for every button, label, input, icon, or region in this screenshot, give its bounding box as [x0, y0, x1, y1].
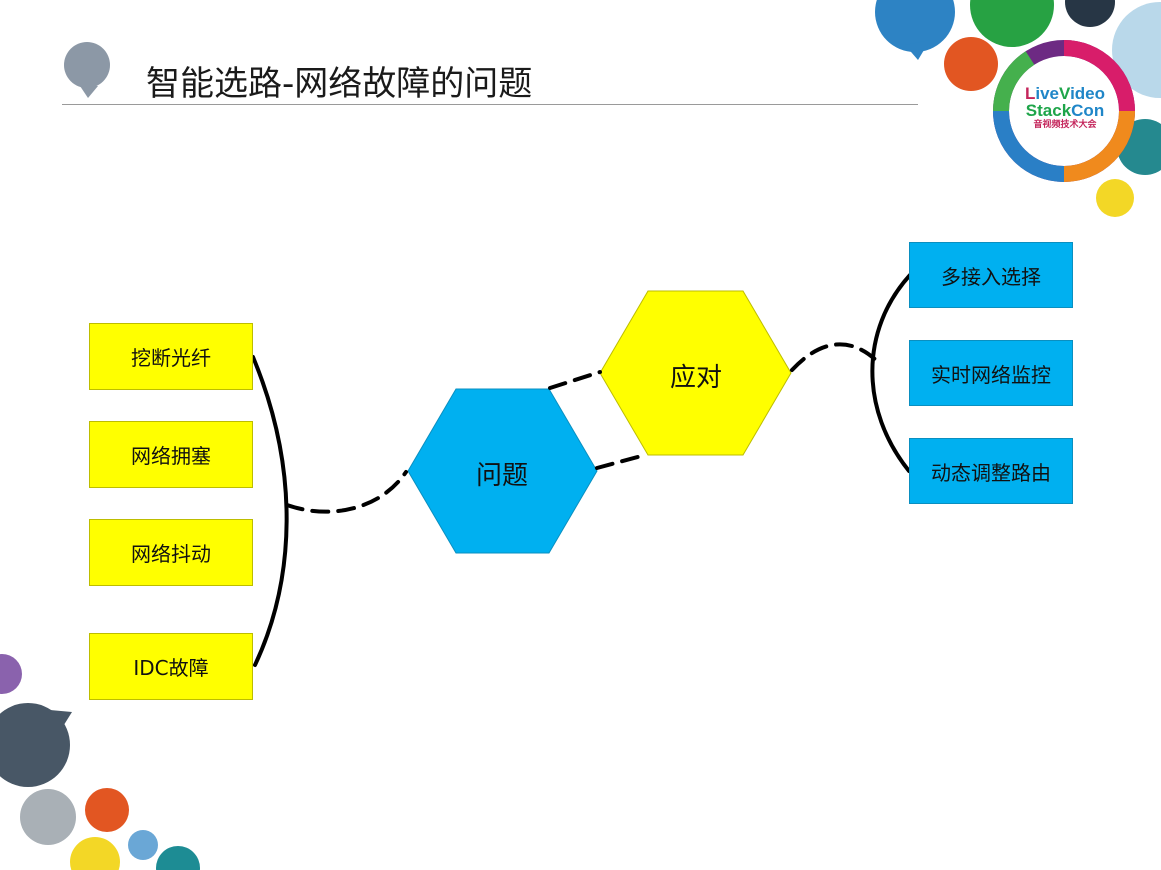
livevideostackcon-logo: LiveVideo StackCon 音视频技术大会 — [1010, 85, 1120, 130]
logo-l-letter: L — [1024, 84, 1036, 103]
problem-hexagon-label: 问题 — [475, 461, 528, 491]
title-bubble-icon — [64, 42, 110, 98]
responses-bracket — [870, 273, 912, 473]
logo-con-text: Con — [1071, 101, 1105, 120]
response-hexagon-label: 应对 — [669, 363, 722, 393]
logo-line-1: LiveVideo — [1010, 85, 1120, 102]
response-item-dynamic-routing: 动态调整路由 — [909, 438, 1073, 504]
bottom-left-bubbles — [0, 654, 200, 870]
bracket-to-problem-connector — [285, 470, 408, 514]
logo-line-3: 音视频技术大会 — [1033, 120, 1097, 130]
logo-ive-text: ive — [1035, 84, 1060, 103]
logo-stack-text: Stack — [1025, 101, 1072, 120]
problem-item-congestion: 网络拥塞 — [89, 421, 253, 488]
problem-item-jitter: 网络抖动 — [89, 519, 253, 586]
page-title: 智能选路-网络故障的问题 — [146, 64, 533, 104]
dashed-connectors — [285, 342, 880, 514]
logo-line-2: StackCon — [1010, 102, 1120, 119]
logo-v-letter: V — [1059, 84, 1071, 103]
logo-ring — [993, 40, 1135, 182]
problem-item-fiber-cut: 挖断光纤 — [89, 323, 253, 390]
logo-ideo-text: ideo — [1070, 84, 1106, 103]
upper-hex-connector — [548, 370, 602, 390]
lower-hex-connector — [595, 453, 647, 470]
title-divider — [62, 104, 918, 105]
response-item-multi-access: 多接入选择 — [909, 242, 1073, 308]
problem-item-idc-failure: IDC故障 — [89, 633, 253, 700]
response-to-bracket-connector — [790, 342, 880, 372]
response-item-realtime-monitoring: 实时网络监控 — [909, 340, 1073, 406]
problems-bracket — [251, 355, 289, 667]
